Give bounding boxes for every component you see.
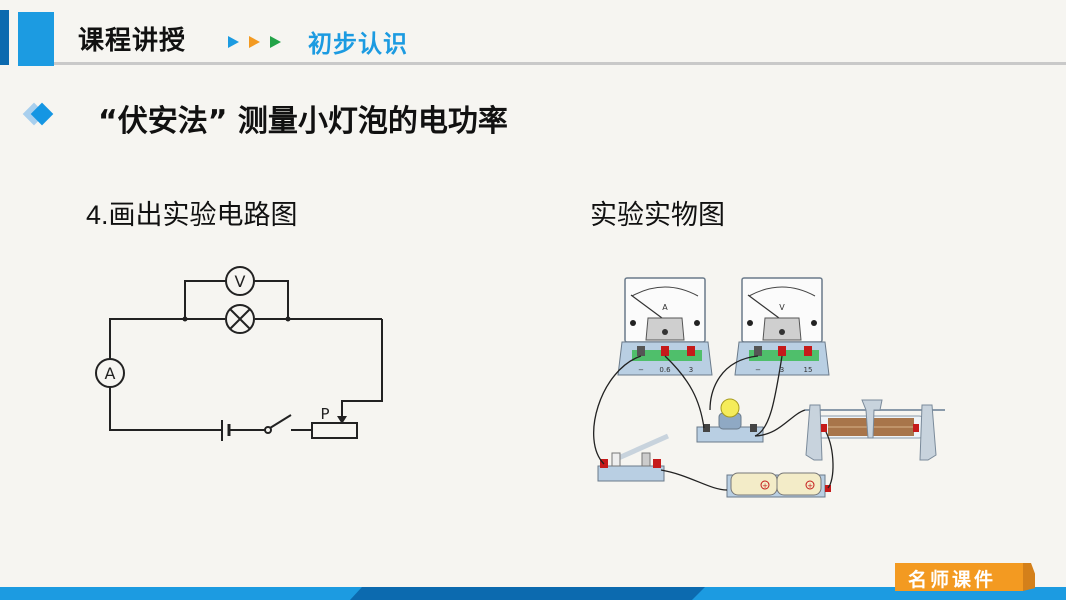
ammeter-label: A — [105, 364, 116, 383]
svg-text:+: + — [807, 482, 813, 490]
ammeter-symbol — [95, 358, 125, 388]
badge-background — [895, 563, 1035, 591]
wire-right — [341, 319, 383, 418]
ammeter-device: A − 0.6 3 — [617, 277, 713, 376]
footer-bar — [0, 587, 1066, 600]
lamp-symbol — [225, 304, 255, 334]
rheostat-slider-arrow — [337, 416, 347, 424]
svg-text:−: − — [638, 366, 644, 374]
junction-dot — [182, 316, 188, 322]
switch-pivot — [264, 426, 272, 434]
wire-left-bottom — [109, 387, 222, 431]
voltmeter-label: V — [235, 272, 246, 291]
header-accent-bar-dark — [0, 10, 9, 65]
svg-text:3: 3 — [689, 366, 693, 374]
battery-device: + + — [726, 472, 831, 498]
header-divider — [54, 62, 1066, 65]
wire-voltmeter-left — [184, 280, 226, 319]
svg-text:15: 15 — [804, 366, 813, 374]
svg-text:0.6: 0.6 — [659, 366, 671, 374]
junction-dot — [285, 316, 291, 322]
arrow-right-icon — [249, 36, 260, 48]
physical-diagram-label: 实验实物图 — [590, 200, 725, 230]
svg-text:−: − — [755, 366, 761, 374]
switch-device — [597, 433, 670, 482]
wire-voltmeter-right — [254, 280, 289, 319]
header-title: 课程讲授 — [78, 26, 187, 56]
header-accent-bar-light — [18, 12, 54, 66]
svg-text:+: + — [762, 482, 768, 490]
rheostat-slider-label: P — [320, 405, 329, 423]
rheostat-symbol — [311, 422, 358, 439]
svg-text:A: A — [662, 303, 668, 312]
rheostat-device — [805, 399, 945, 461]
header-arrows — [228, 36, 281, 48]
voltmeter-symbol — [225, 266, 255, 296]
svg-text:V: V — [779, 303, 785, 312]
circuit-diagram-label: 4.画出实验电路图 — [86, 200, 298, 230]
arrow-right-icon — [228, 36, 239, 48]
arrow-right-icon — [270, 36, 281, 48]
svg-text:3: 3 — [780, 366, 784, 374]
voltmeter-device: V − 3 15 — [734, 277, 830, 376]
switch-lever — [269, 414, 292, 429]
section-title: “伏安法” 测量小灯泡的电功率 — [98, 104, 508, 139]
footer-badge: 名师课件 — [908, 569, 997, 591]
lamp-device — [696, 398, 764, 443]
connection-wires — [593, 355, 834, 491]
header-subtitle: 初步认识 — [308, 30, 408, 58]
